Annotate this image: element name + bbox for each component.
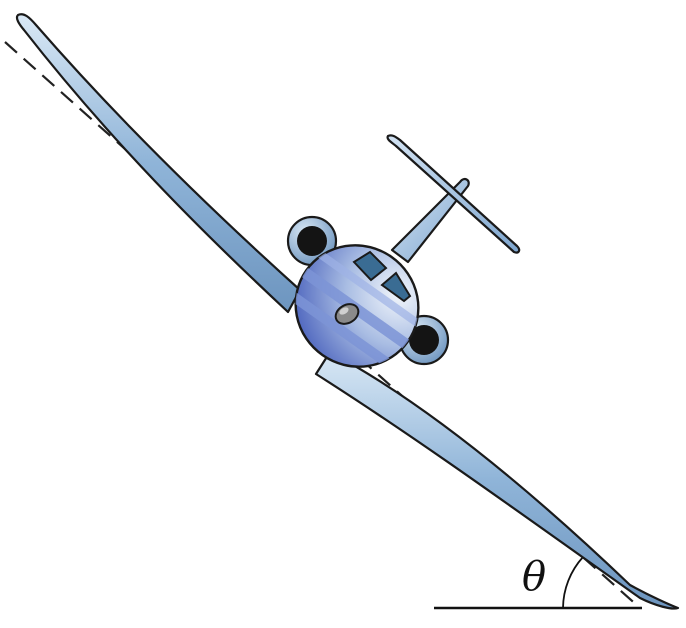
angle-theta-label: θ (522, 554, 546, 600)
fuselage (277, 236, 433, 384)
tail-stabilizer (386, 134, 521, 254)
airplane-front-view-icon (15, 13, 680, 610)
right-wing (314, 350, 680, 610)
left-wing (15, 13, 302, 314)
angle-arc (562, 556, 584, 609)
tail-fin (390, 177, 470, 264)
cockpit-window-right (380, 271, 412, 303)
nose-cone (334, 303, 360, 325)
cockpit-window-left (352, 250, 388, 282)
